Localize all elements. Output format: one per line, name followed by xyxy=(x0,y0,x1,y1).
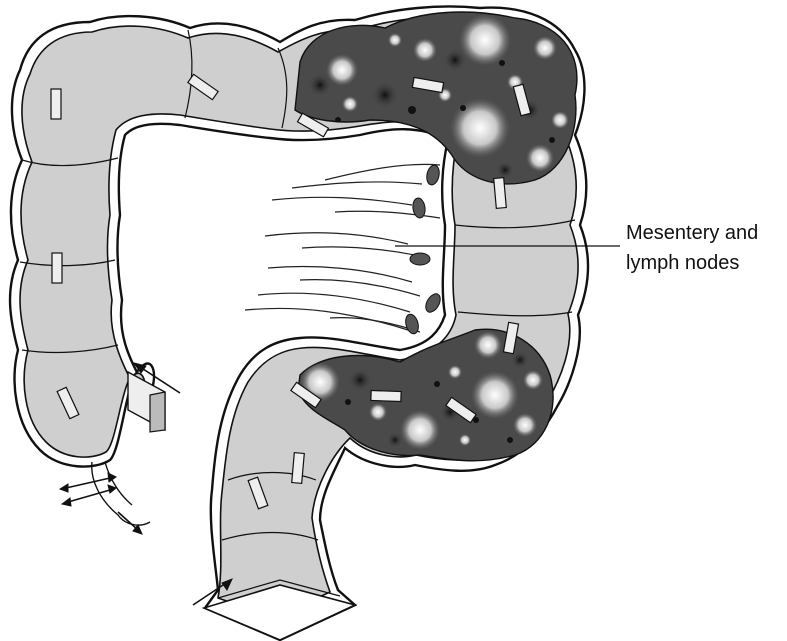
lymph-node xyxy=(425,164,441,186)
arrow-icon xyxy=(60,473,116,492)
callout-line-2: lymph nodes xyxy=(626,248,758,278)
diseased-region-upper xyxy=(295,12,577,184)
arrow-icon xyxy=(118,512,142,534)
lymph-node xyxy=(410,253,430,265)
lymph-nodes xyxy=(404,164,444,335)
mesentery xyxy=(245,164,440,332)
arrow-icon xyxy=(62,485,116,506)
lymph-node xyxy=(423,291,443,314)
callout-line-1: Mesentery and xyxy=(626,218,758,248)
callout-label: Mesentery and lymph nodes xyxy=(626,218,758,278)
lymph-node xyxy=(412,197,427,218)
